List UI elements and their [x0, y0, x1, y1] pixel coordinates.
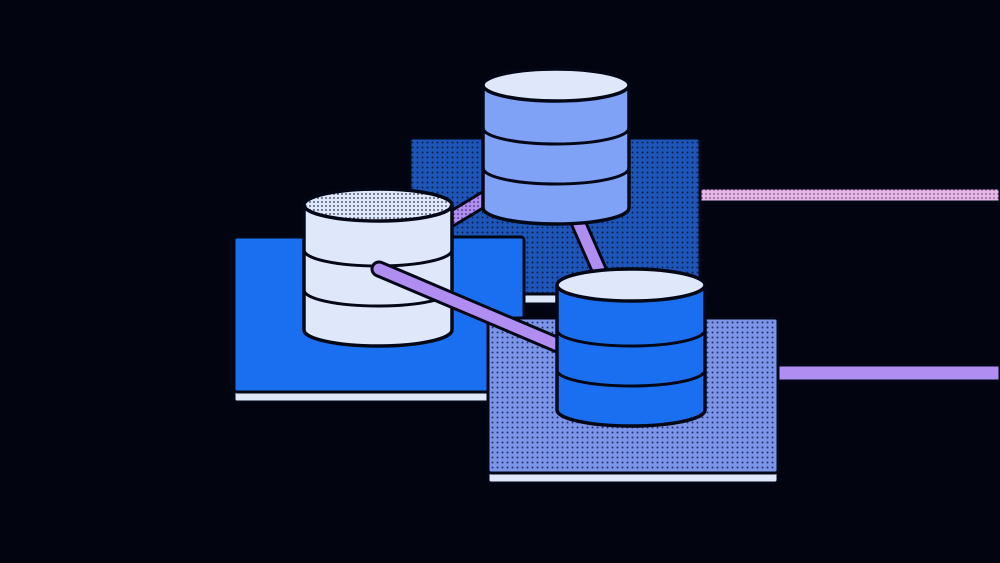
connector-left-to-front: [370, 260, 567, 354]
database-icon: [481, 67, 631, 226]
connector-line-top-right: [698, 186, 1000, 204]
connector-line-bottom-right: [774, 363, 1000, 383]
database-icon: [302, 187, 454, 348]
connector-top-to-front: [569, 213, 609, 281]
database-icon: [555, 267, 707, 428]
